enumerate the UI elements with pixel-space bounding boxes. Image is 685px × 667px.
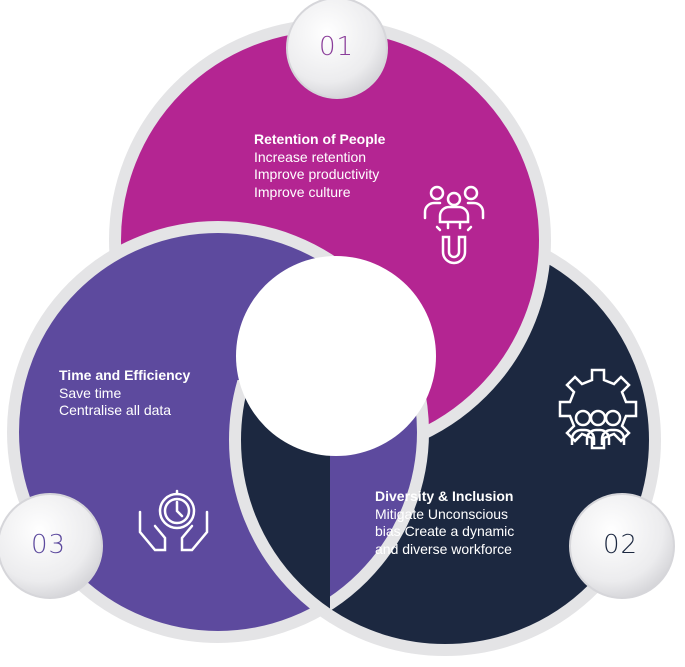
people-magnet-icon [423,185,485,265]
segment-01-line: Increase retention [254,148,367,165]
segment-01-line: Improve culture [254,183,351,200]
segment-01-title: Retention of People [254,131,386,147]
badge-01-number: 01 [319,32,355,62]
segment-03-text: Time and Efficiency Save time Centralise… [59,367,190,420]
segment-02-text: Diversity & Inclusion Mitigate Unconscio… [375,488,514,558]
badge-01-circle [286,0,388,99]
segment-03-line: Save time [59,384,122,401]
segment-02-line: Mitigate Unconscious [375,505,509,522]
center-circle [236,256,436,456]
segment-02-line: bias Create a dynamic [375,523,515,539]
segment-02-title: Diversity & Inclusion [375,488,514,504]
hands-clock-icon [138,489,209,552]
badge-03-number: 03 [31,530,67,560]
badge-02-circle [569,493,675,599]
segment-01-text: Retention of People Increase retention I… [254,131,385,201]
segment-03-line: Centralise all data [59,402,172,418]
segment-03-title: Time and Efficiency [59,367,191,383]
badge-03-circle [0,493,103,599]
team-gear-icon [558,368,638,450]
badge-02-number: 02 [603,530,639,560]
segment-02-line: and diverse workforce [375,540,512,557]
segment-01-line: Improve productivity [254,166,380,182]
